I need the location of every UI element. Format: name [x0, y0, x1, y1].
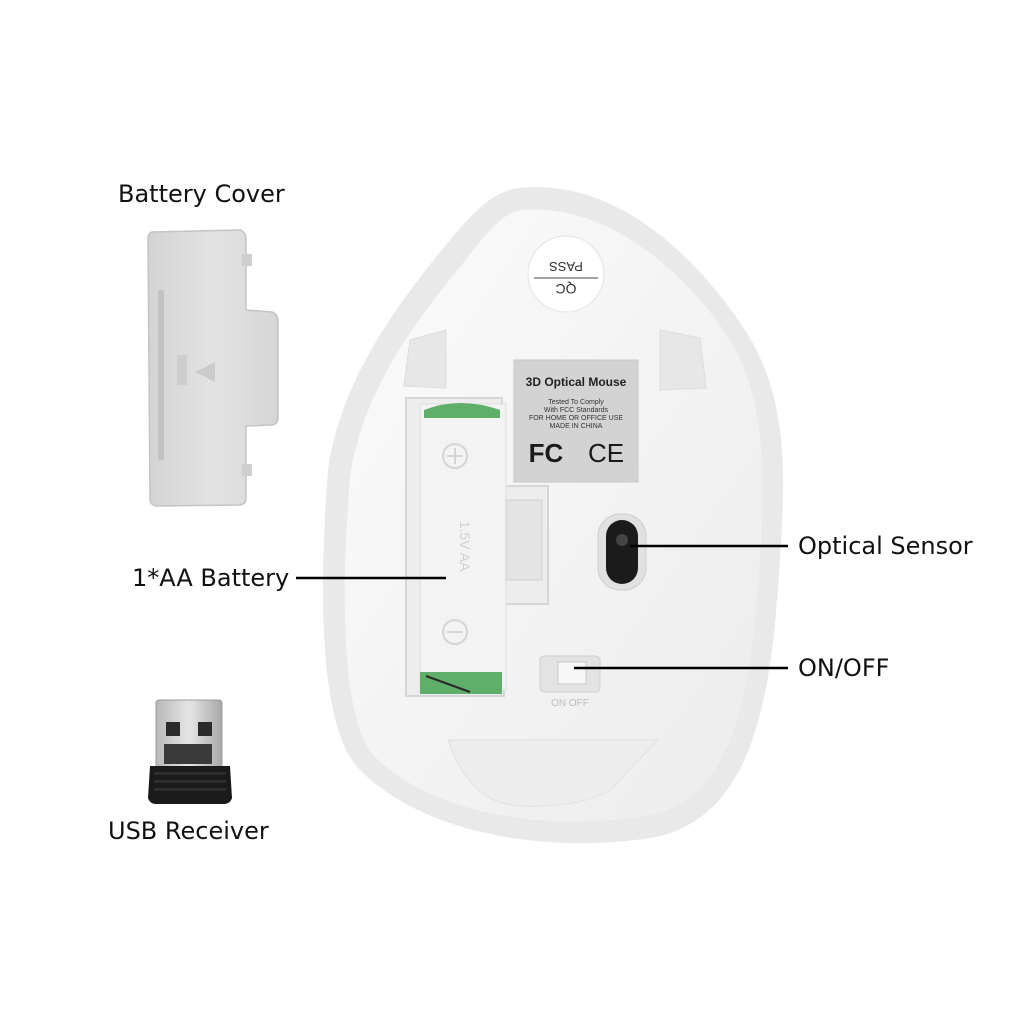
battery-cover-image: [147, 229, 279, 507]
ce-mark: CE: [588, 438, 624, 468]
fcc-mark: FC: [529, 438, 564, 468]
on-off-label: ON/OFF: [798, 654, 890, 682]
sticker-line-3: FOR HOME OR OFFICE USE: [529, 415, 623, 422]
battery-marking: 1.5V AA: [457, 521, 473, 572]
aa-battery-label: 1*AA Battery: [132, 564, 290, 592]
sticker-line-2: With FCC Standards: [544, 407, 609, 414]
usb-receiver-label: USB Receiver: [108, 817, 269, 845]
switch-text: ON OFF: [551, 698, 589, 709]
mouse-bottom-image: [322, 187, 784, 844]
battery-cover-label: Battery Cover: [118, 180, 285, 208]
usb-receiver-image: [148, 699, 232, 804]
optical-sensor-label: Optical Sensor: [798, 532, 973, 560]
sticker-line-4: MADE IN CHINA: [550, 423, 603, 430]
sticker-title: 3D Optical Mouse: [526, 375, 627, 389]
sticker-line-1: Tested To Comply: [548, 399, 604, 406]
qc-text: QC: [556, 281, 577, 297]
pass-text: PASS: [549, 259, 583, 274]
